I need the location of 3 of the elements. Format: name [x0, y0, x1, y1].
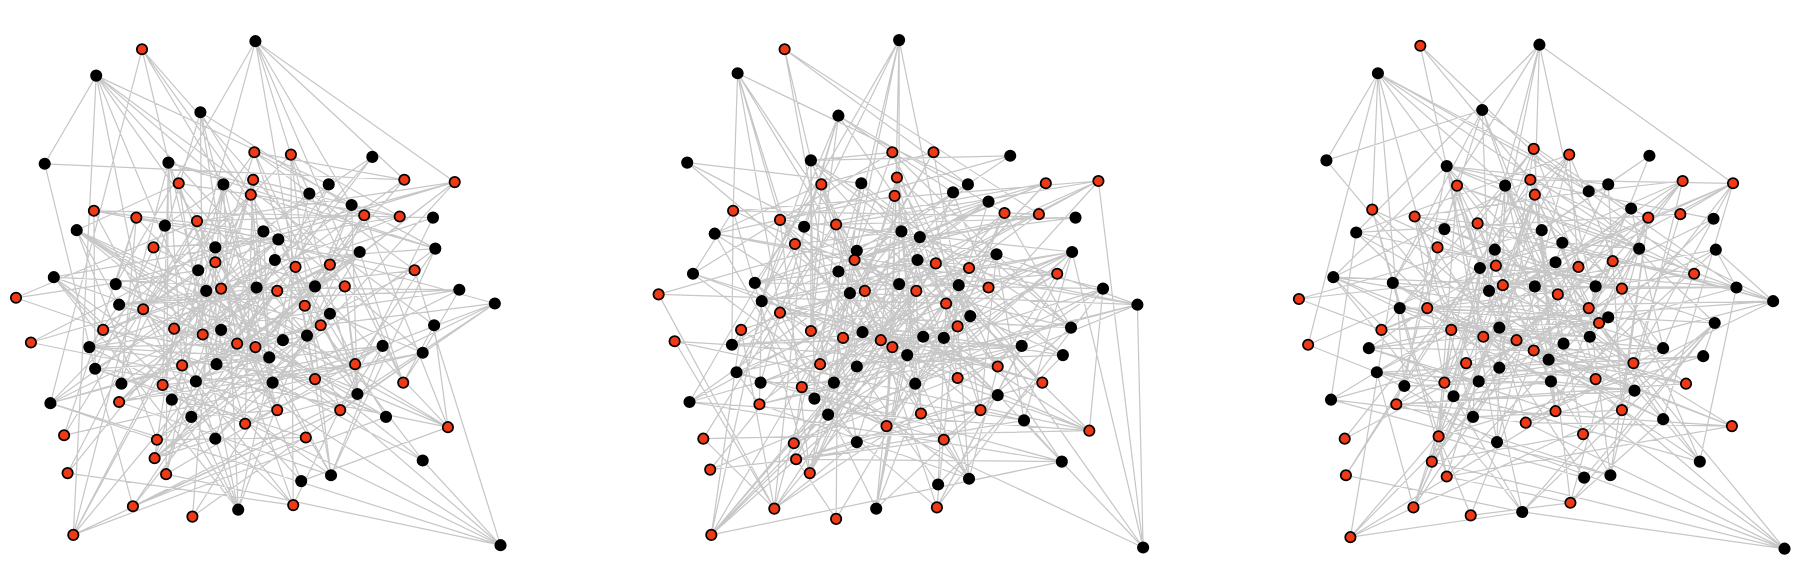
network-drawing	[1292, 38, 1791, 555]
network-drawing	[9, 35, 507, 552]
network-drawing	[652, 34, 1150, 554]
